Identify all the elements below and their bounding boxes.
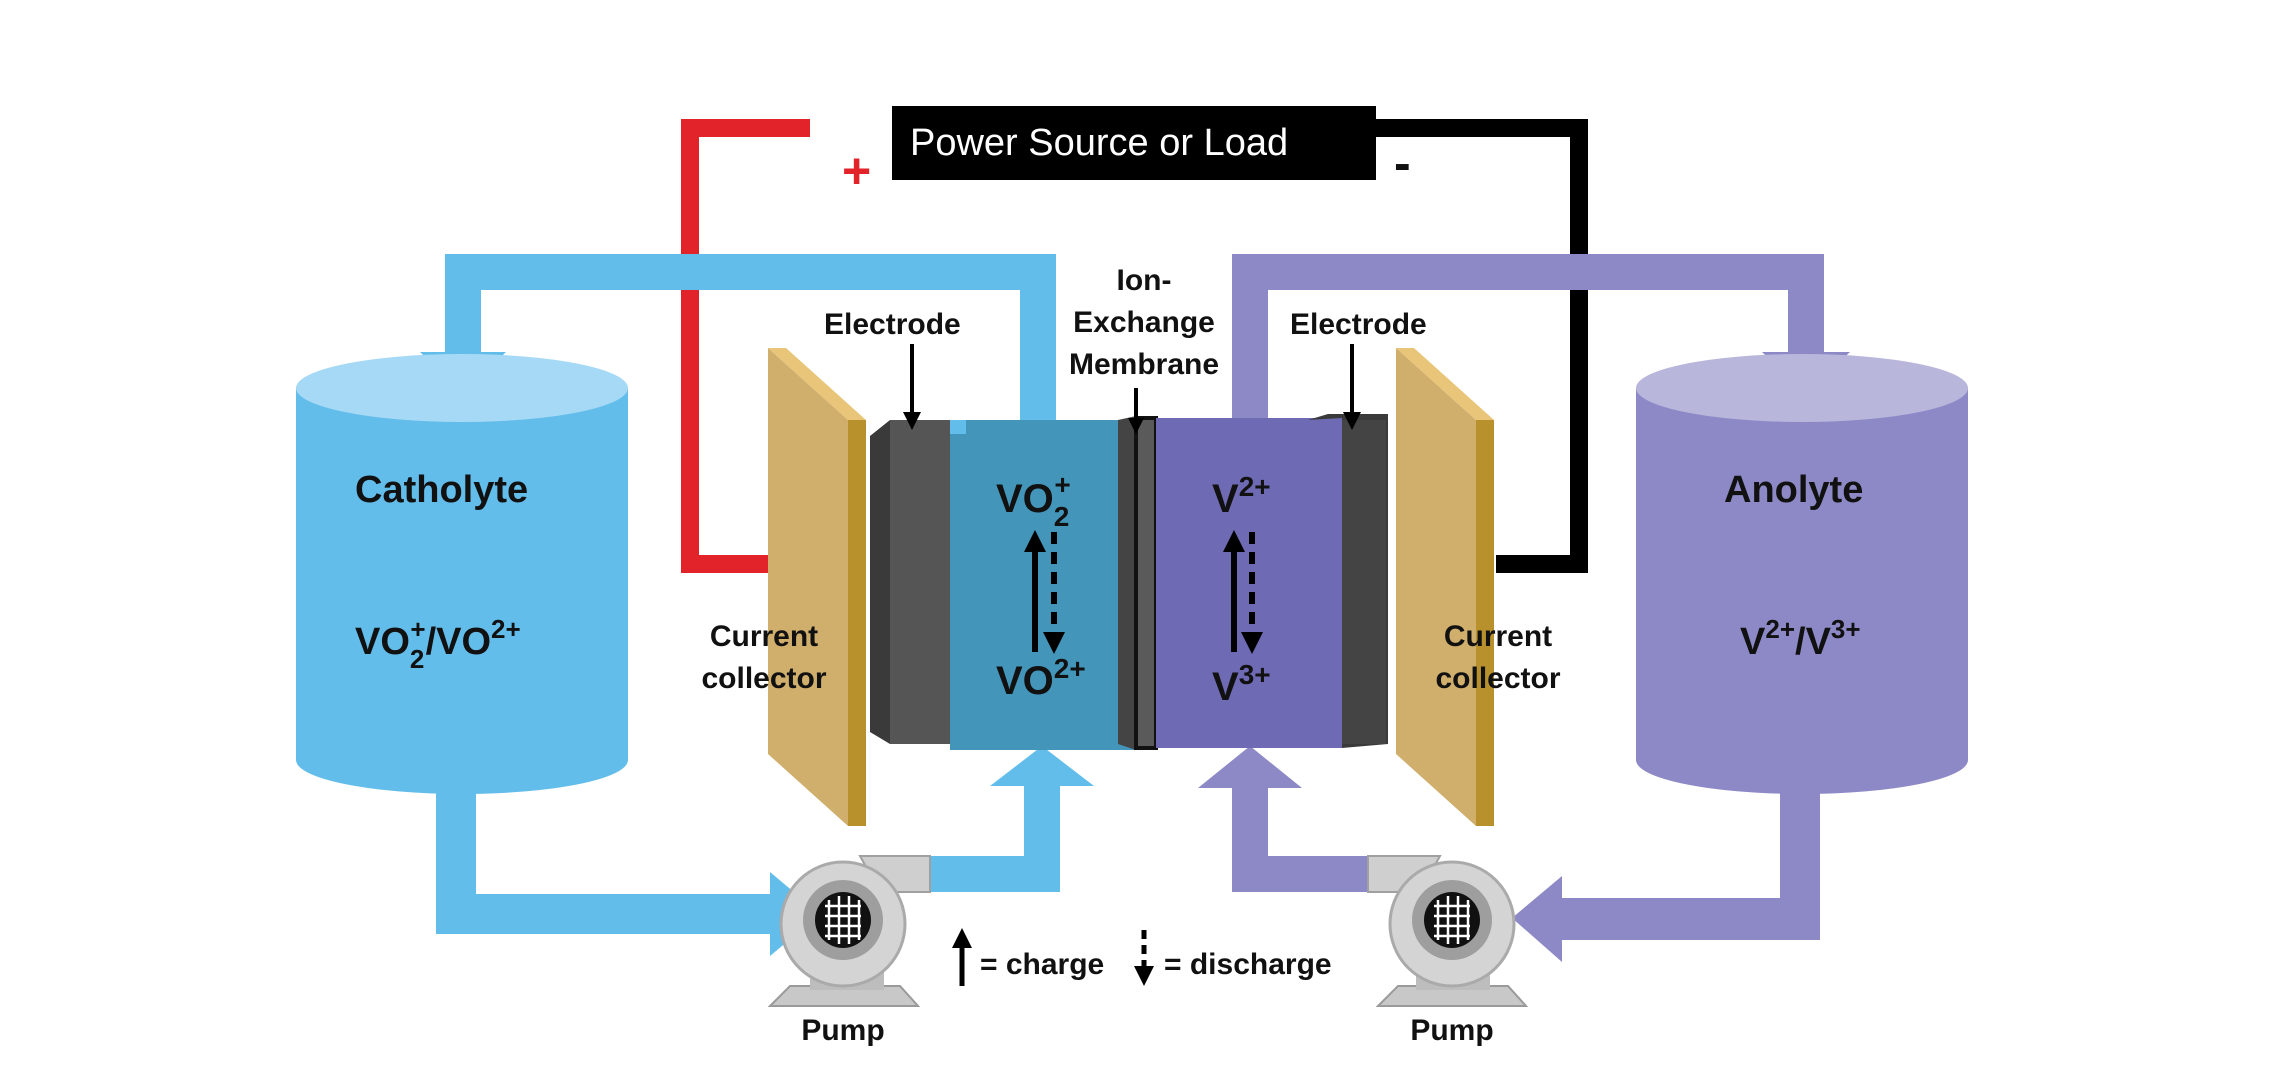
- cell-left-bottom-species: VO2+: [996, 653, 1086, 703]
- electrode-right-pointer: [1343, 344, 1361, 430]
- collector-right-label-line2: collector: [1435, 662, 1560, 695]
- current-collector-left: [768, 348, 866, 826]
- power-label: Power Source or Load: [910, 122, 1288, 164]
- electrode-left-label: Electrode: [824, 308, 961, 341]
- pump-left-label: Pump: [801, 1014, 884, 1047]
- cell-right-discharge-arrow: [1241, 532, 1263, 654]
- collector-left-label-line1: Current: [710, 620, 818, 653]
- pump-right-label: Pump: [1410, 1014, 1493, 1047]
- cell-right-top-species: V2+: [1212, 471, 1271, 521]
- electrode-right-label: Electrode: [1290, 308, 1427, 341]
- catholyte-title: Catholyte: [355, 469, 528, 511]
- membrane-label-line1: Ion-: [1117, 264, 1172, 297]
- legend-charge-label: = charge: [980, 948, 1104, 981]
- catholyte-return-pipe: [420, 254, 1056, 432]
- positive-wire: [681, 119, 810, 573]
- anolyte-tank: Anolyte V2+/V3+: [1636, 354, 1968, 794]
- pump-right: [1367, 855, 1529, 1007]
- electrode-left-pointer: [903, 344, 921, 430]
- power-source-box: Power Source or Load: [892, 106, 1376, 180]
- catholyte-chamber: [950, 420, 1136, 750]
- collector-left-label-line2: collector: [701, 662, 826, 695]
- catholyte-couple: VO2+/VO2+: [355, 614, 521, 674]
- membrane-label-line2: Exchange: [1073, 306, 1215, 339]
- power-box-bg: [892, 106, 1376, 180]
- electrode-left: [870, 420, 950, 744]
- pump-left-fan-icon: [815, 892, 871, 948]
- ion-exchange-membrane: [1118, 416, 1158, 750]
- membrane-label-line3: Membrane: [1069, 348, 1219, 381]
- electrode-right: [1308, 414, 1388, 748]
- cell-left-discharge-arrow: [1043, 532, 1065, 654]
- negative-terminal-sign: -: [1394, 135, 1411, 191]
- cell-left-charge-arrow: [1024, 530, 1046, 652]
- collector-right-label-line1: Current: [1444, 620, 1552, 653]
- legend-charge: = charge: [952, 928, 1104, 986]
- anolyte-title: Anolyte: [1724, 469, 1863, 511]
- pump-right-fan-icon: [1424, 892, 1480, 948]
- cell-left-top-species: VO2+: [996, 469, 1071, 532]
- catholyte-tank: Catholyte VO2+/VO2+: [296, 354, 628, 794]
- legend-discharge-label: = discharge: [1164, 948, 1332, 981]
- charge-arrow-icon: [952, 928, 972, 986]
- legend-discharge: = discharge: [1134, 930, 1332, 986]
- membrane-pointer: [1128, 388, 1144, 434]
- discharge-arrow-icon: [1134, 930, 1154, 986]
- positive-terminal-sign: +: [842, 143, 871, 199]
- anolyte-couple: V2+/V3+: [1740, 614, 1861, 663]
- cell-right-bottom-species: V3+: [1212, 659, 1271, 709]
- current-collector-right: [1396, 348, 1494, 826]
- cell-right-charge-arrow: [1223, 530, 1245, 652]
- pump-left: [767, 855, 931, 1007]
- anolyte-supply-pipe: [1198, 746, 1820, 962]
- negative-wire: [1372, 119, 1588, 573]
